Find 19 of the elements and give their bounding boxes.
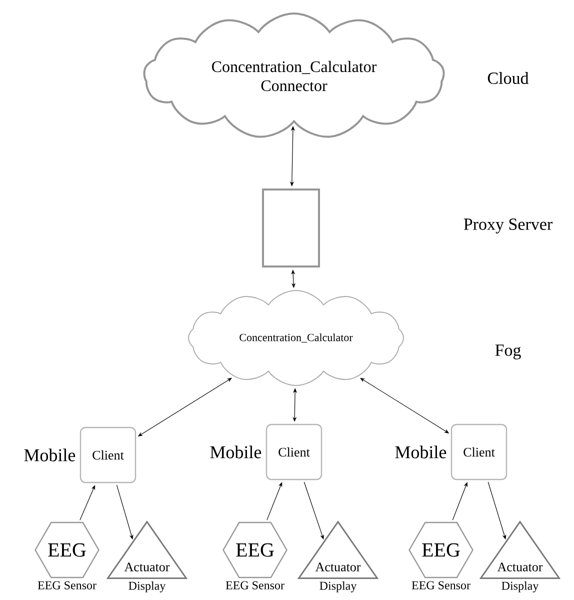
node-caption: EEG Sensor: [226, 581, 284, 590]
sensor-hexagon: EEG: [408, 522, 474, 578]
node-caption: Mobile: [210, 446, 262, 458]
sensor-hexagon: EEG: [222, 522, 288, 578]
layer-label: Proxy Server: [464, 218, 552, 234]
server-box: [262, 188, 320, 268]
node-caption: Display: [320, 581, 357, 592]
node-caption: EEG Sensor: [412, 581, 470, 590]
client-box: Client: [266, 424, 322, 480]
node-caption: Display: [128, 581, 166, 592]
node-caption: Display: [502, 581, 539, 592]
client-box: Client: [80, 426, 136, 484]
layer-label: Cloud: [488, 72, 529, 84]
client-box: Client: [450, 424, 508, 480]
sensor-hexagon: EEG: [34, 522, 100, 578]
layer-label: Fog: [495, 344, 521, 360]
node-caption: Mobile: [24, 448, 76, 462]
node-caption: Mobile: [395, 446, 446, 458]
node-caption: EEG Sensor: [38, 581, 96, 590]
